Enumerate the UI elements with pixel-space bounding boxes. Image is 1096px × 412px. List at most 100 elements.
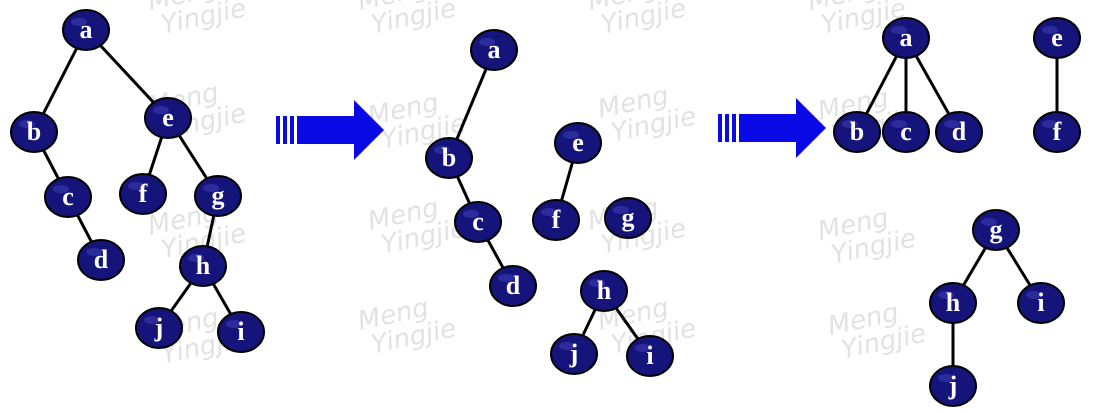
arrow-stripe [276, 116, 280, 144]
arrow-layer [276, 98, 826, 160]
stage1-node-e: e [144, 97, 192, 139]
stage2-node-c: c [454, 201, 502, 243]
stage1-node-h: h [179, 245, 227, 287]
node-label: a [488, 35, 501, 64]
stage2-node-i: i [626, 335, 674, 377]
stage3-node-j: j [929, 365, 977, 407]
node-label: b [442, 143, 456, 172]
stage3-node-h: h [929, 282, 977, 324]
node-highlight [944, 120, 960, 128]
node-highlight [479, 38, 495, 46]
node-highlight [1042, 26, 1058, 34]
node-label: a [80, 15, 93, 44]
arrow-stripe [732, 114, 736, 142]
arrow-stripe [283, 116, 287, 144]
node-highlight [842, 120, 858, 128]
node-label: a [900, 23, 913, 52]
node-label: g [212, 181, 225, 210]
stage1-node-b: b [10, 111, 58, 153]
arrow-stripe [725, 114, 729, 142]
node-label: j [948, 371, 958, 400]
stage3-node-d: d [935, 111, 983, 153]
node-label: c [900, 117, 912, 146]
node-label: j [569, 339, 579, 368]
stage3-node-b: b [833, 111, 881, 153]
node-highlight [203, 184, 219, 192]
stage3-node-c: c [882, 111, 930, 153]
node-label: d [952, 117, 967, 146]
node-highlight [188, 254, 204, 262]
stage1-node-g: g [194, 175, 242, 217]
right-arrow-icon [739, 98, 826, 158]
node-label: d [506, 271, 521, 300]
node-label: c [62, 182, 74, 211]
stage2-node-g: g [604, 197, 652, 239]
node-label: e [162, 103, 174, 132]
node-highlight [434, 146, 450, 154]
node-label: f [1053, 117, 1062, 146]
node-highlight [144, 316, 160, 324]
node-highlight [938, 291, 954, 299]
node-label: g [990, 215, 1003, 244]
stage3-node-g: g [972, 209, 1020, 251]
node-highlight [153, 106, 169, 114]
node-highlight [635, 344, 651, 352]
transform-arrow-2 [718, 98, 826, 158]
node-highlight [86, 248, 102, 256]
right-arrow-icon [297, 100, 384, 160]
node-label: e [1051, 23, 1063, 52]
node-highlight [19, 120, 35, 128]
node-highlight [71, 18, 87, 26]
node-highlight [891, 26, 907, 34]
node-label: c [472, 207, 484, 236]
node-highlight [463, 210, 479, 218]
node-label: b [850, 117, 864, 146]
node-label: f [552, 205, 561, 234]
stage2-node-d: d [489, 265, 537, 307]
arrow-stripe [718, 114, 722, 142]
stage1-node-a: a [62, 9, 110, 51]
node-label: i [237, 317, 244, 346]
stage1-node-d: d [77, 239, 125, 281]
node-highlight [613, 206, 629, 214]
node-highlight [563, 131, 579, 139]
node-highlight [981, 218, 997, 226]
node-label: h [196, 251, 211, 280]
node-highlight [938, 374, 954, 382]
stage3-node-a: a [882, 17, 930, 59]
stage1-node-i: i [217, 311, 265, 353]
stage3-node-f: f [1033, 111, 1081, 153]
watermark-layer: MengYingjieMengYingjieMengYingjieMengYin… [145, 0, 929, 371]
stage1-node-f: f [119, 173, 167, 215]
stage2-node-f: f [532, 199, 580, 241]
node-label: j [154, 313, 164, 342]
node-highlight [1026, 291, 1042, 299]
node-highlight [226, 320, 242, 328]
stage3-node-e: e [1033, 17, 1081, 59]
node-label: f [139, 179, 148, 208]
node-label: b [27, 117, 41, 146]
stage3-node-i: i [1017, 282, 1065, 324]
node-label: i [646, 341, 653, 370]
node-highlight [559, 342, 575, 350]
node-highlight [128, 182, 144, 190]
node-highlight [498, 274, 514, 282]
node-highlight [541, 208, 557, 216]
node-highlight [53, 185, 69, 193]
stage1-node-j: j [135, 307, 183, 349]
node-label: d [94, 245, 109, 274]
stage2-node-b: b [425, 137, 473, 179]
node-label: h [946, 288, 961, 317]
node-label: g [622, 203, 635, 232]
node-highlight [589, 279, 605, 287]
